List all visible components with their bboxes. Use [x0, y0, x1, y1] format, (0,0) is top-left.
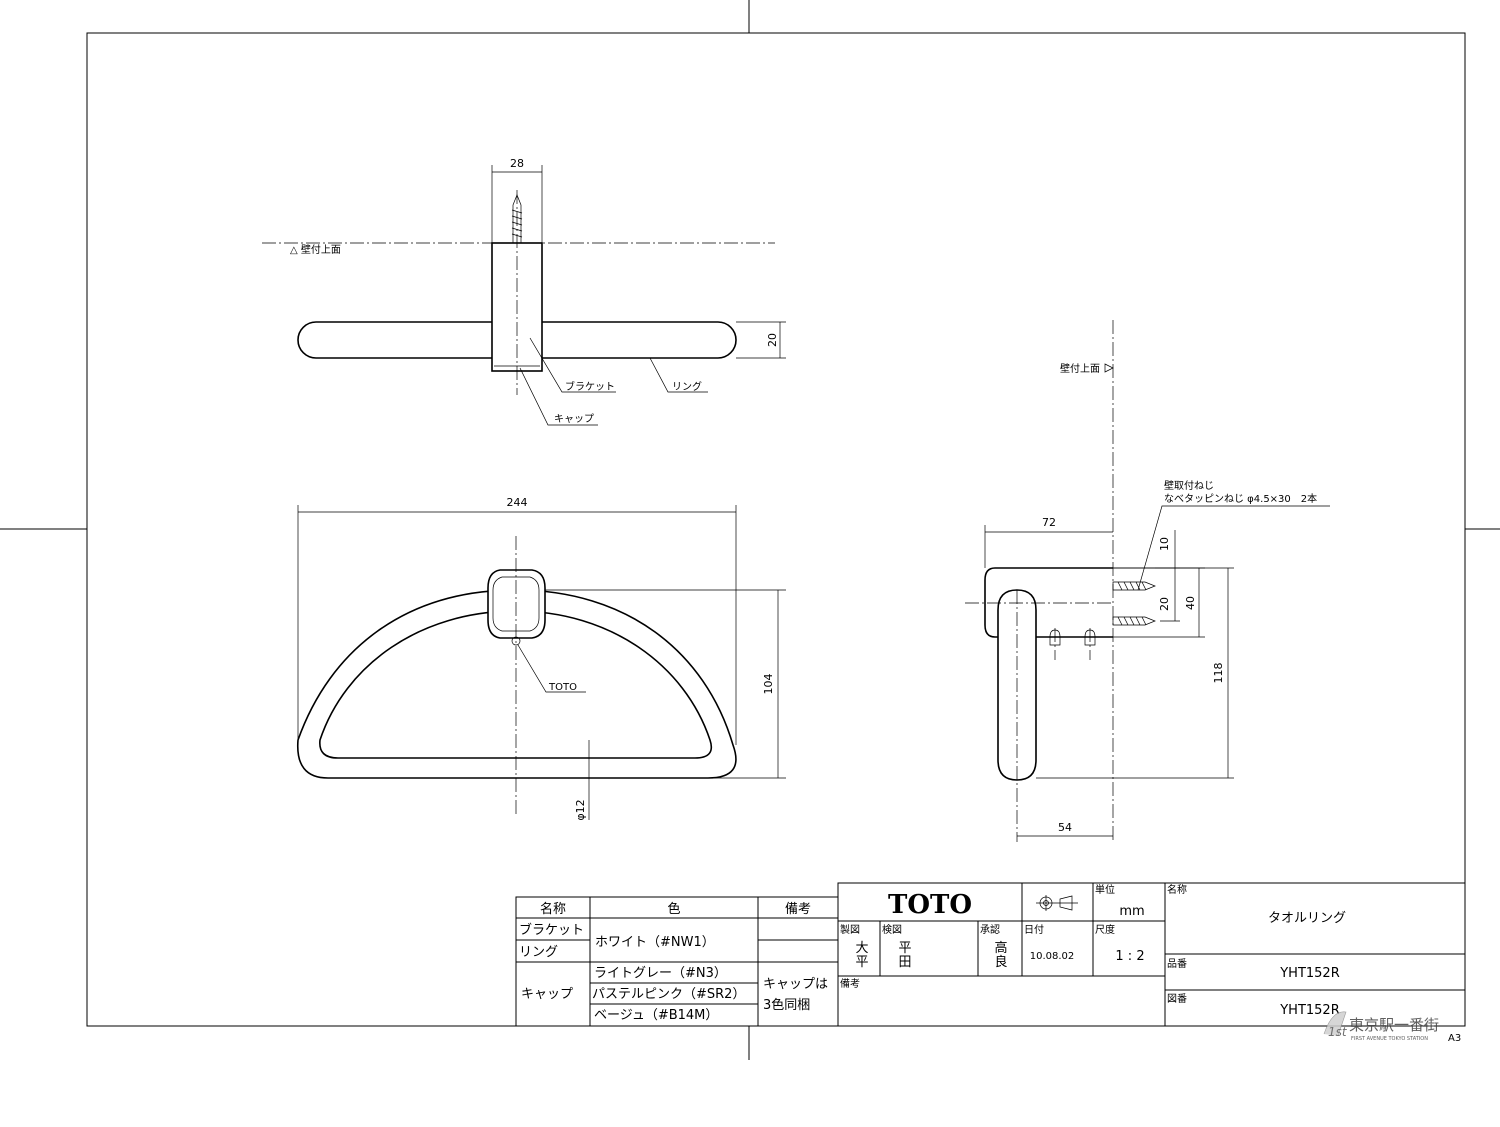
- ring-top: [297, 321, 737, 359]
- label-logo: TOTO: [548, 682, 577, 693]
- product-no-label: 品番: [1167, 958, 1187, 970]
- made-label: 製図: [840, 923, 860, 936]
- leader-bracket: [529, 337, 616, 393]
- side-view: 壁付上面 壁取付ねじ なべタッピンねじ φ4.5×30 2本 72 10 20: [965, 320, 1330, 842]
- name-label: 名称: [1167, 883, 1187, 896]
- bracket-side: [984, 567, 1113, 638]
- scale-label: 尺度: [1095, 923, 1115, 936]
- dim-10: 10: [1158, 537, 1171, 551]
- approve-value-1: 高: [994, 940, 1007, 956]
- header-name: 名称: [540, 901, 566, 917]
- watermark: 1st 東京駅一番街 FIRST AVENUE TOKYO STATION: [1323, 1011, 1439, 1042]
- check-value-2: 田: [898, 955, 911, 970]
- drawing-no-value: YHT152R: [1279, 1003, 1340, 1018]
- name-value: タオルリング: [1268, 911, 1346, 926]
- dim-54: 54: [1058, 821, 1072, 834]
- watermark-text: 東京駅一番街: [1349, 1016, 1439, 1034]
- color-white: ホワイト（#NW1）: [595, 935, 715, 950]
- label-screw-1: 壁取付ねじ: [1164, 479, 1214, 492]
- wall-label-side: 壁付上面: [1060, 362, 1100, 375]
- bracket-front: [487, 569, 546, 639]
- dim-244: 244: [507, 496, 528, 509]
- check-value-1: 平: [898, 941, 911, 956]
- dim-40: 40: [1184, 596, 1197, 610]
- notes-label: 備考: [840, 977, 860, 990]
- dim-118: 118: [1212, 663, 1225, 684]
- part-bracket: ブラケット: [519, 922, 584, 938]
- label-bracket: ブラケット: [565, 380, 615, 393]
- color-beige: ベージュ（#B14M）: [594, 1008, 718, 1023]
- ring-inner: [319, 610, 713, 759]
- ring-outer: [297, 589, 737, 779]
- unit-value: mm: [1119, 904, 1144, 919]
- parts-table: 名称 色 備考 ブラケット リング キャップ ホワイト（#NW1） ライトグレー…: [515, 896, 839, 1027]
- note-2: 3色同梱: [763, 997, 810, 1013]
- dim-20: 20: [766, 333, 779, 347]
- dim-104: 104: [762, 674, 775, 695]
- note-1: キャップは: [763, 977, 828, 992]
- leader-logo: [517, 644, 586, 693]
- drawing-no-label: 図番: [1167, 993, 1187, 1005]
- leader-ring: [649, 357, 708, 393]
- screw-side-1: [1112, 581, 1156, 591]
- top-view: △ 壁付上面 28 20 ブラケット リング キャップ: [262, 157, 786, 426]
- approve-value-2: 良: [994, 954, 1007, 970]
- leader-cap: [519, 367, 598, 426]
- approve-label: 承認: [980, 923, 1000, 936]
- unit-label: 単位: [1095, 883, 1115, 896]
- brand-logo: TOTO: [888, 890, 972, 920]
- screw-side-2: [1112, 616, 1156, 626]
- label-cap: キャップ: [554, 413, 594, 425]
- dim-20-side: 20: [1158, 597, 1171, 611]
- drawing-border: [86, 32, 1466, 1027]
- made-value-2: 平: [855, 955, 868, 970]
- made-value-1: 大: [855, 941, 868, 956]
- screw-top: [512, 194, 522, 244]
- svg-text:1st: 1st: [1328, 1025, 1348, 1039]
- leader-screw: [1137, 505, 1330, 591]
- label-ring: リング: [672, 380, 702, 393]
- date-label: 日付: [1024, 923, 1044, 936]
- dim-phi12: φ12: [574, 799, 587, 820]
- watermark-sub: FIRST AVENUE TOKYO STATION: [1351, 1036, 1428, 1042]
- sheet-size: A3: [1448, 1033, 1461, 1044]
- watermark-logo-icon: 1st: [1323, 1011, 1348, 1039]
- header-color: 色: [667, 901, 680, 917]
- dim-28: 28: [510, 157, 524, 170]
- dim-72: 72: [1042, 516, 1056, 529]
- header-notes: 備考: [785, 901, 811, 917]
- color-lightgrey: ライトグレー（#N3）: [594, 966, 727, 981]
- projection-symbol-icon: [1036, 895, 1078, 911]
- part-ring: リング: [519, 945, 558, 960]
- title-block: TOTO 単位 mm 名称 タオルリング 製図 大 平 検図 平 田 承認 高 …: [837, 882, 1466, 1044]
- wall-label: △ 壁付上面: [290, 243, 341, 256]
- front-view: 244 104 φ12 TOTO: [297, 496, 786, 821]
- bracket-front-inner: [492, 576, 540, 632]
- check-label: 検図: [882, 923, 902, 936]
- label-screw-2: なべタッピンねじ φ4.5×30 2本: [1164, 492, 1317, 505]
- date-value: 10.08.02: [1030, 951, 1075, 962]
- product-no-value: YHT152R: [1279, 966, 1340, 981]
- color-pink: パステルピンク（#SR2）: [592, 987, 745, 1002]
- part-cap: キャップ: [521, 987, 573, 1002]
- scale-value: 1 : 2: [1115, 949, 1144, 964]
